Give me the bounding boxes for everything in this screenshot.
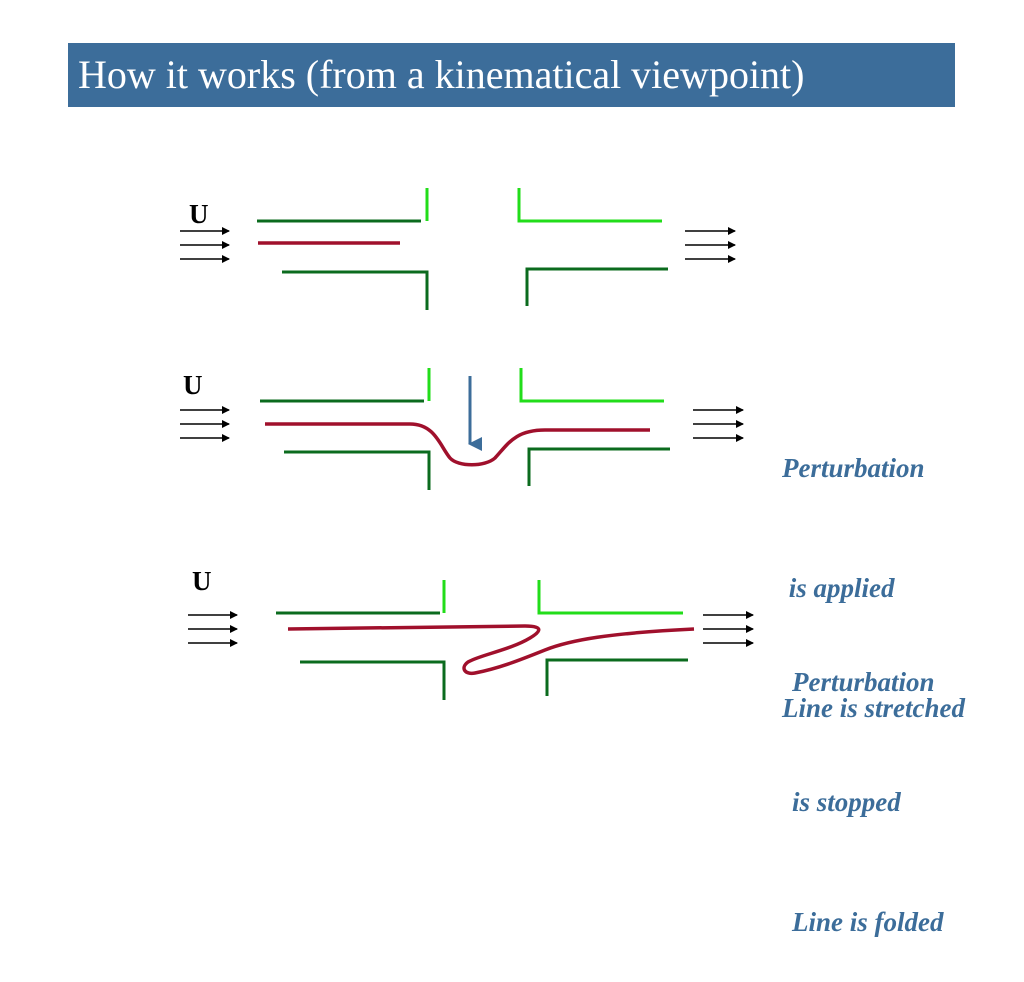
channel-walls [276, 580, 688, 700]
caption-line: is applied [782, 573, 895, 603]
material-line [265, 422, 650, 467]
flow-diagram: U U [180, 188, 754, 700]
outflow-arrows [703, 611, 754, 647]
caption-line: is stopped [792, 787, 901, 817]
caption-line: Line is stretched [782, 693, 965, 723]
panel-1: U [180, 188, 736, 310]
material-line [287, 624, 695, 676]
u-label: U [192, 566, 212, 596]
title-bar: How it works (from a kinematical viewpoi… [68, 43, 955, 107]
panel-3: U [188, 566, 754, 700]
caption-line: Perturbation [792, 667, 935, 697]
slide-title: How it works (from a kinematical viewpoi… [78, 52, 805, 97]
caption-panel-3: Perturbation is stopped Line is folded [792, 582, 943, 982]
panel-2: U [180, 368, 744, 490]
outflow-arrows [685, 227, 736, 263]
outflow-arrows [693, 406, 744, 442]
u-label: U [183, 370, 203, 400]
inflow-arrows [188, 611, 238, 647]
inflow-arrows [180, 406, 230, 442]
caption-line: Line is folded [792, 907, 944, 937]
channel-walls [260, 368, 670, 490]
caption-panel-2: Perturbation is applied Line is stretche… [782, 368, 965, 768]
inflow-arrows [180, 227, 230, 263]
caption-line: Perturbation [782, 453, 925, 483]
u-label: U [189, 199, 209, 229]
channel-walls [257, 188, 668, 310]
